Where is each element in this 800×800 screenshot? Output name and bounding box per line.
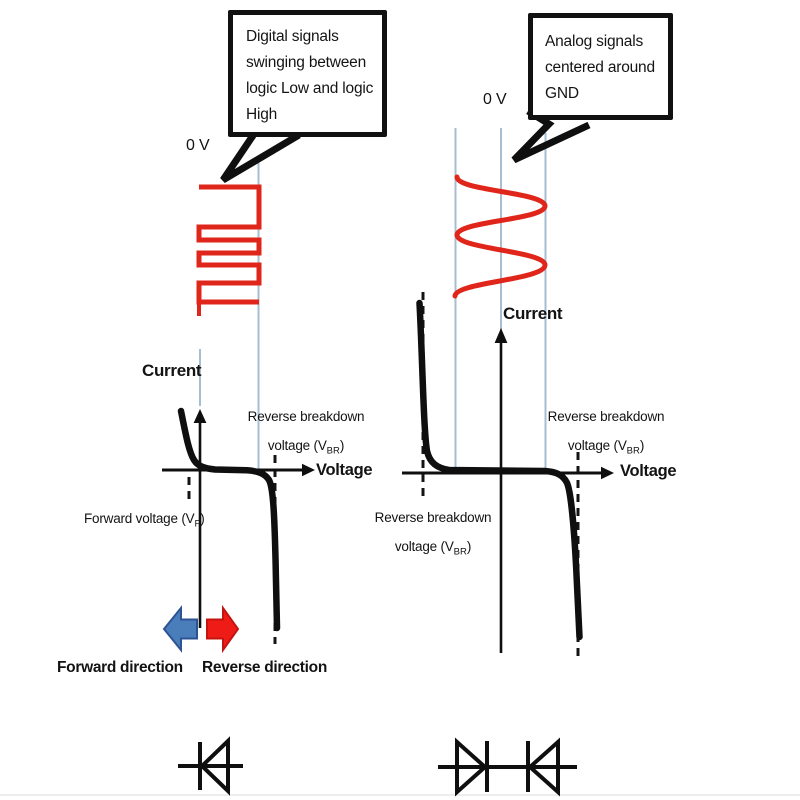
- diode-triangle: [199, 736, 230, 796]
- right-graph-axes: [402, 328, 614, 653]
- left-current-axis-arrow-icon: [193, 409, 207, 423]
- right-current-axis-label: Current: [503, 304, 563, 323]
- left-diode-iv-curve: [177, 407, 281, 632]
- left-voltage-axis-arrow-icon: [302, 463, 315, 477]
- single-diode-symbol: [178, 736, 243, 796]
- forward-direction-arrow-icon: [162, 605, 198, 653]
- right-lower-reverse-breakdown-line2: voltage (VBR): [394, 539, 472, 558]
- right-current-axis-arrow-icon: [494, 328, 508, 343]
- left-reverse-breakdown-line2: voltage (VBR): [267, 438, 345, 457]
- right-diode-iv-curve: [416, 299, 583, 641]
- left-zero-volt-label: 0 V: [186, 137, 210, 154]
- analog-sine-wave: [452, 174, 548, 299]
- digital-square-wave: [196, 184, 262, 316]
- right-upper-reverse-breakdown-line2: voltage (VBR): [567, 438, 645, 457]
- reverse-direction-arrow-icon: [206, 604, 240, 654]
- analog-signals-callout: Analog signals centered around GND: [528, 13, 673, 120]
- left-reverse-breakdown-line1: Reverse breakdown: [247, 409, 365, 424]
- digital-signals-callout: Digital signals swinging between logic L…: [228, 10, 387, 137]
- left-diode-triangle: [455, 737, 489, 797]
- right-zero-volt-label: 0 V: [483, 91, 507, 108]
- reverse-direction-label: Reverse direction: [202, 659, 327, 676]
- left-voltage-axis-label: Voltage: [316, 461, 373, 479]
- forward-direction-label: Forward direction: [57, 659, 183, 676]
- right-lower-reverse-breakdown-line1: Reverse breakdown: [374, 510, 492, 525]
- right-voltage-axis-arrow-icon: [601, 466, 614, 480]
- square-wave-path: [196, 184, 262, 305]
- right-diode-triangle: [526, 737, 560, 797]
- right-voltage-axis-label: Voltage: [620, 462, 677, 480]
- digital-callout-tail: [220, 131, 301, 184]
- left-current-axis-label: Current: [142, 361, 202, 380]
- bottom-edge-line: [0, 794, 800, 796]
- digital-signals-callout-text: Digital signals swinging between logic L…: [246, 28, 374, 123]
- right-upper-reverse-breakdown-line1: Reverse breakdown: [547, 409, 665, 424]
- analog-signals-callout-text: Analog signals centered around GND: [545, 33, 655, 102]
- forward-voltage-label: Forward voltage (VF): [84, 511, 205, 530]
- back-to-back-diodes-symbol: [438, 737, 577, 797]
